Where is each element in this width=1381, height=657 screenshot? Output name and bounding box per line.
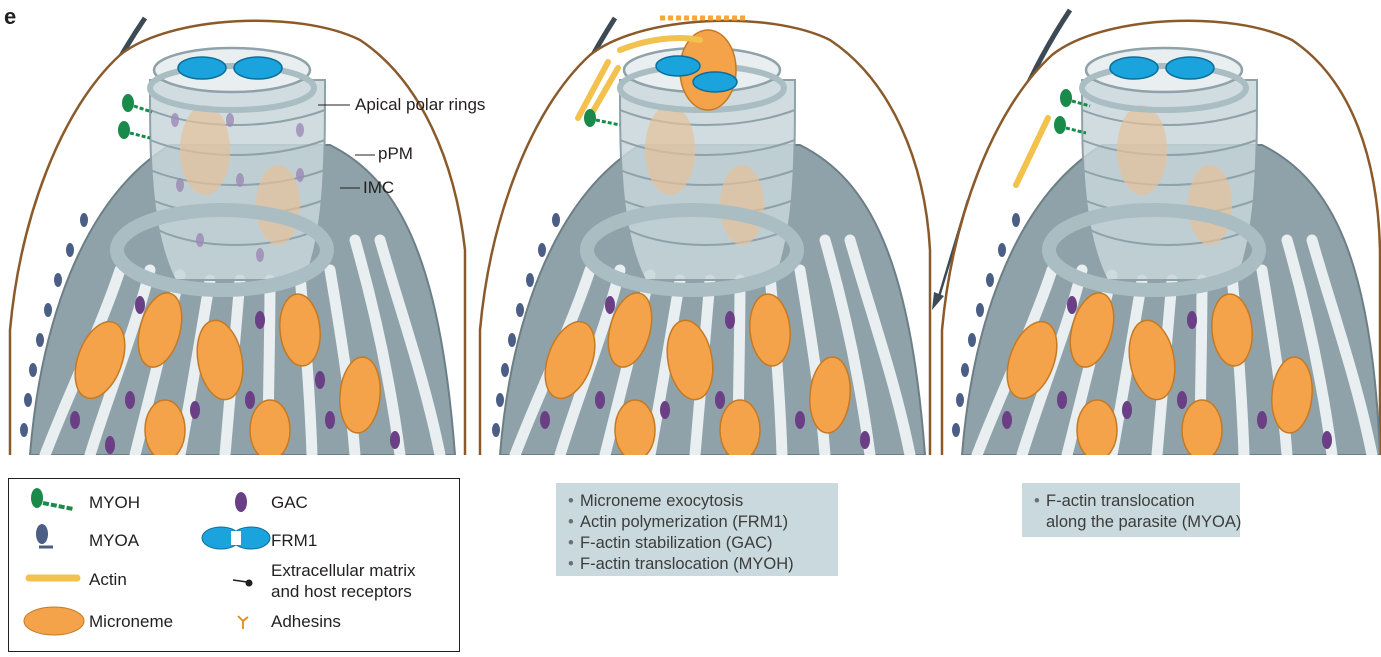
direction-arrow-head: [932, 292, 944, 310]
myoh-icon: [27, 487, 77, 515]
event-item: Actin polymerization (FRM1): [580, 512, 824, 533]
info-box-apical-activation: Microneme exocytosis Actin polymerizatio…: [556, 483, 838, 576]
legend-label-ecm-line1: Extracellular matrix: [271, 560, 416, 581]
panel-resting-parasite: [0, 0, 470, 455]
gac-icon: [231, 489, 251, 515]
label-imc: IMC: [363, 178, 394, 198]
legend-label-frm1: FRM1: [271, 530, 317, 551]
actin-icon: [25, 569, 81, 587]
legend-label-gac: GAC: [271, 492, 308, 513]
myoa-icon: [31, 523, 61, 553]
event-item: F-actin translocation: [1046, 491, 1226, 512]
event-item: Microneme exocytosis: [580, 491, 824, 512]
legend-label-actin: Actin: [89, 569, 127, 590]
microneme-icon: [21, 604, 87, 638]
frm1-icon: [201, 526, 271, 550]
activation-event-list: Microneme exocytosis Actin polymerizatio…: [580, 491, 824, 575]
gliding-event-list: F-actin translocation: [1046, 491, 1226, 512]
event-item: F-actin translocation (MYOH): [580, 554, 824, 575]
legend-label-microneme: Microneme: [89, 611, 173, 632]
receptor-icon: [231, 575, 255, 589]
label-ppm: pPM: [378, 144, 413, 164]
legend-label-ecm-line2: and host receptors: [271, 581, 412, 602]
event-item-continuation: along the parasite (MYOA): [1046, 512, 1226, 533]
label-apical-polar-rings: Apical polar rings: [355, 95, 485, 115]
info-box-gliding: F-actin translocation along the parasite…: [1022, 483, 1240, 537]
legend-label-adhesins: Adhesins: [271, 611, 341, 632]
adhesin-icon: [235, 613, 251, 631]
legend-label-myoa: MYOA: [89, 530, 139, 551]
legend-label-myoh: MYOH: [89, 492, 140, 513]
event-item: F-actin stabilization (GAC): [580, 533, 824, 554]
panel-gliding-parasite: [920, 0, 1381, 455]
panel-apical-activation: [470, 0, 935, 455]
legend: MYOH MYOA Actin Microneme GAC FRM1 Extra…: [8, 478, 460, 652]
